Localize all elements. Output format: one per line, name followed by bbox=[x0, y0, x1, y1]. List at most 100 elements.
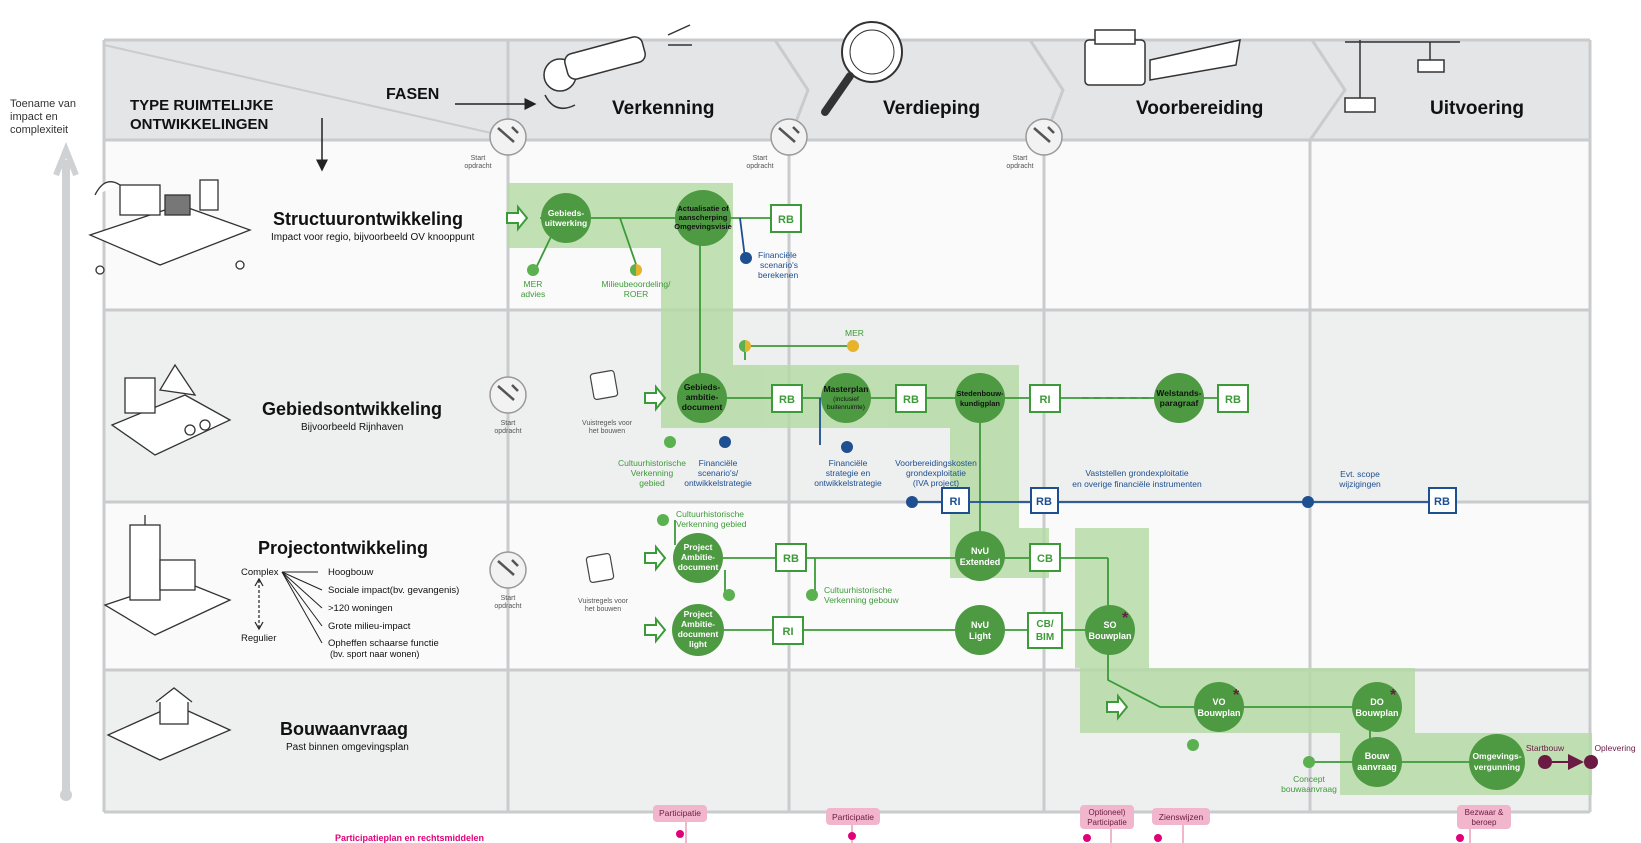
svg-text:Masterplan: Masterplan bbox=[824, 384, 869, 394]
svg-text:Stedenbouw-: Stedenbouw- bbox=[956, 389, 1004, 398]
ann-fin-3: berekenen bbox=[758, 270, 798, 280]
phase-verkenning: Verkenning bbox=[612, 98, 714, 119]
ann-vast-1: Vaststellen grondexploitatie bbox=[1085, 468, 1189, 478]
node-gebiedsambitie[interactable]: Gebieds- ambitie- document bbox=[677, 373, 727, 423]
ann-cult-gebied-3: gebied bbox=[639, 478, 665, 488]
impact-axis: Toename van impact en complexiteit bbox=[10, 98, 79, 801]
box-rb-welstand[interactable]: RB bbox=[1217, 384, 1249, 413]
box-cbbim-project[interactable]: CB/ BIM bbox=[1027, 612, 1063, 649]
tag-bezwaar[interactable]: Bezwaar & beroep bbox=[1457, 805, 1511, 829]
node-so-bouwplan[interactable]: SO Bouwplan * bbox=[1085, 605, 1135, 655]
svg-text:BIM: BIM bbox=[1036, 632, 1054, 643]
star-icon: * bbox=[1390, 687, 1397, 704]
svg-text:buitenruimte): buitenruimte) bbox=[827, 404, 865, 411]
box-rb-project[interactable]: RB bbox=[775, 543, 807, 572]
node-gebiedsuitwerking[interactable]: Gebieds- uitwerking bbox=[541, 193, 591, 243]
ann-fin-2: scenario's bbox=[760, 260, 798, 270]
start-marker-verkenning: Start opdracht bbox=[464, 118, 527, 170]
vuistregels-project: Vuistregels voor het bouwen bbox=[578, 552, 629, 613]
box-rb-gebied-2[interactable]: RB bbox=[895, 384, 927, 413]
svg-text:Ambitie-: Ambitie- bbox=[681, 552, 715, 562]
svg-text:vergunning: vergunning bbox=[1474, 762, 1520, 772]
participation-footer: Participatieplan en rechtsmiddelen bbox=[335, 833, 484, 843]
ann-cgb-1: Cultuurhistorische bbox=[824, 585, 892, 595]
vuistregels-gebied: Vuistregels voor het bouwen bbox=[582, 369, 633, 435]
svg-text:Light: Light bbox=[969, 631, 991, 641]
node-bouwaanvraag[interactable]: Bouw aanvraag bbox=[1352, 737, 1402, 787]
svg-text:Project: Project bbox=[684, 609, 713, 619]
ann-cult-gebied-2: Verkenning bbox=[631, 468, 674, 478]
decision-boxes: RB RB RB RI RB RB RI CB bbox=[770, 204, 1457, 649]
grid-background bbox=[102, 38, 1592, 814]
start-marker-verdieping: Start opdracht bbox=[746, 118, 808, 170]
tag-participatie-2[interactable]: Participatie bbox=[826, 808, 880, 825]
svg-text:RB: RB bbox=[1036, 496, 1052, 508]
node-actualisatie[interactable]: Actualisatie of aanscherping Omgevingsvi… bbox=[674, 190, 732, 246]
node-masterplan[interactable]: Masterplan (inclusief buitenruimte) bbox=[821, 373, 871, 423]
svg-text:het bouwen: het bouwen bbox=[589, 428, 625, 435]
arrow-icon bbox=[644, 384, 667, 412]
svg-text:paragraaf: paragraaf bbox=[1160, 398, 1199, 408]
node-omgevingsvergunning[interactable]: Omgevings- vergunning bbox=[1469, 734, 1525, 790]
svg-text:VO: VO bbox=[1212, 697, 1225, 707]
box-cb-project[interactable]: CB bbox=[1029, 543, 1061, 572]
tag-participatie-1[interactable]: Participatie bbox=[653, 805, 707, 822]
house-illustration bbox=[106, 687, 232, 761]
start-marker-project: Start opdracht bbox=[489, 551, 527, 610]
ann-voorb-1: Voorbereidingskosten bbox=[895, 458, 977, 468]
svg-text:opdracht: opdracht bbox=[494, 603, 521, 610]
svg-text:Start: Start bbox=[1013, 155, 1028, 162]
node-do-bouwplan[interactable]: DO Bouwplan * bbox=[1352, 682, 1402, 732]
svg-text:RI: RI bbox=[783, 626, 794, 638]
city-illustration bbox=[88, 179, 252, 275]
box-ri-finance[interactable]: RI bbox=[941, 487, 970, 514]
box-rb-finance-2[interactable]: RB bbox=[1428, 487, 1457, 514]
box-rb-finance-1[interactable]: RB bbox=[1030, 487, 1059, 514]
ann-finstrat-1: Financiële bbox=[829, 458, 868, 468]
tag-zienswijzen[interactable]: Zienswijzen bbox=[1152, 808, 1210, 825]
node-vo-bouwplan[interactable]: VO Bouwplan * bbox=[1194, 682, 1244, 732]
node-welstandsparagraaf[interactable]: Welstands- paragraaf bbox=[1154, 373, 1204, 423]
node-nvu-extended[interactable]: NvU Extended bbox=[955, 531, 1005, 581]
row-subtitle-structuur: Impact voor regio, bijvoorbeeld OV knoop… bbox=[271, 232, 475, 243]
svg-text:Participatie: Participatie bbox=[832, 812, 874, 822]
ann-voorb-2: grondexploitatie bbox=[906, 468, 966, 478]
process-nodes: Gebieds- uitwerking Actualisatie of aans… bbox=[541, 190, 1525, 790]
svg-text:ambitie-: ambitie- bbox=[686, 392, 719, 402]
box-ri-project[interactable]: RI bbox=[772, 616, 804, 645]
svg-text:Omgevingsvisie: Omgevingsvisie bbox=[674, 222, 732, 231]
svg-text:NvU: NvU bbox=[971, 546, 989, 556]
svg-text:DO: DO bbox=[1370, 697, 1384, 707]
ann-fin2-2: scenario's/ bbox=[698, 468, 739, 478]
box-ri-gebied[interactable]: RI bbox=[1029, 384, 1061, 413]
svg-text:document: document bbox=[678, 629, 719, 639]
svg-text:Gebieds-: Gebieds- bbox=[684, 382, 721, 392]
ann-mer-advies-2: advies bbox=[521, 289, 546, 299]
complexity-scale: Complex Regulier Hoogbouw Sociale impact… bbox=[241, 567, 459, 659]
box-rb-structuur[interactable]: RB bbox=[770, 204, 802, 233]
svg-text:RI: RI bbox=[950, 496, 961, 508]
svg-text:Vuistregels voor: Vuistregels voor bbox=[582, 420, 633, 427]
box-rb-gebied-1[interactable]: RB bbox=[771, 384, 803, 413]
svg-text:NvU: NvU bbox=[971, 620, 989, 630]
node-projectambitie[interactable]: Project Ambitie- document bbox=[673, 533, 723, 583]
svg-text:RB: RB bbox=[783, 553, 799, 565]
type-label-1: TYPE RUIMTELIJKE bbox=[130, 97, 273, 114]
tag-optioneel[interactable]: Optioneel) Participatie bbox=[1080, 805, 1134, 829]
node-stedenbouwkundigplan[interactable]: Stedenbouw- kundigplan bbox=[955, 373, 1005, 423]
ann-oplevering: Oplevering bbox=[1594, 743, 1635, 753]
svg-text:Extended: Extended bbox=[960, 557, 1001, 567]
svg-text:Start: Start bbox=[753, 155, 768, 162]
start-opdracht-markers: Start opdracht Start opdracht Start opdr… bbox=[464, 118, 1063, 610]
svg-text:(inclusief: (inclusief bbox=[833, 396, 859, 403]
svg-text:het bouwen: het bouwen bbox=[585, 606, 621, 613]
finance-line bbox=[739, 217, 1445, 503]
row-subtitle-bouw: Past binnen omgevingsplan bbox=[286, 742, 409, 753]
ann-cvg-1: Cultuurhistorische bbox=[676, 509, 744, 519]
arrow-icon bbox=[644, 544, 667, 572]
svg-text:document: document bbox=[678, 562, 719, 572]
node-nvu-light[interactable]: NvU Light bbox=[955, 605, 1005, 655]
node-projectambitie-light[interactable]: Project Ambitie- document light bbox=[672, 604, 724, 656]
area-illustration bbox=[110, 363, 232, 456]
ann-milieu-2: ROER bbox=[624, 289, 649, 299]
